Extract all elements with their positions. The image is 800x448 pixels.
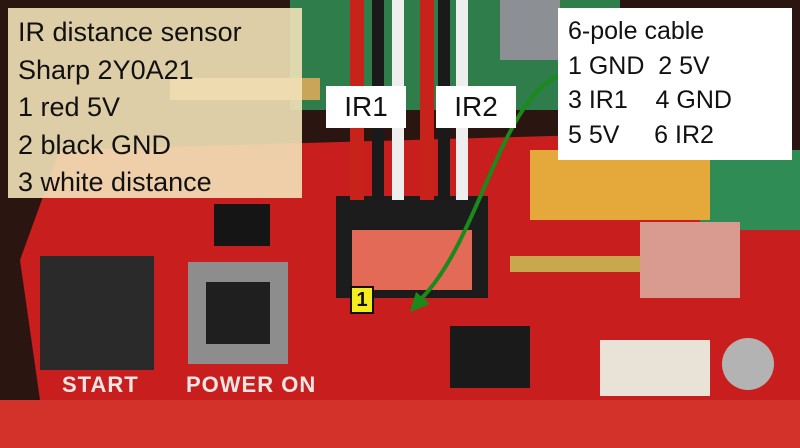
- green-arrow-head: [410, 292, 430, 312]
- sensor-pin-3: 3 white distance: [18, 167, 212, 197]
- printed-case: [0, 400, 800, 448]
- start-button: [40, 256, 154, 370]
- connector-pins: [352, 230, 472, 290]
- cable-info-box: 6-pole cable 1 GND 2 5V 3 IR1 4 GND 5 5V…: [558, 8, 792, 160]
- mounting-screw: [722, 338, 774, 390]
- wire-red-2: [420, 0, 434, 200]
- sensor-info-box: IR distance sensor Sharp 2Y0A21 1 red 5V…: [8, 8, 302, 198]
- green-terminal: [700, 150, 800, 230]
- cable-pins-1-2: 1 GND 2 5V: [568, 51, 710, 80]
- power-on-silkscreen: POWER ON: [186, 372, 317, 397]
- sensor-pin-1: 1 red 5V: [18, 92, 121, 122]
- ic-chip: [214, 204, 270, 246]
- cable-pins-5-6: 5 5V 6 IR2: [568, 120, 714, 149]
- ir2-label: IR2: [436, 86, 516, 128]
- start-silkscreen: START: [62, 372, 139, 397]
- mosfet-chip: [450, 326, 530, 388]
- sensor-model: Sharp 2Y0A21: [18, 54, 194, 85]
- power-switch: [640, 222, 740, 298]
- pin-1-marker: 1: [350, 286, 374, 314]
- ir1-label: IR1: [326, 86, 406, 128]
- brass-bracket: [510, 256, 640, 272]
- yellow-connector: [530, 150, 710, 220]
- usb-connector: [500, 0, 560, 60]
- green-arrow: [418, 73, 561, 302]
- power-on-button-cap: [206, 282, 270, 344]
- cable-pins-3-4: 3 IR1 4 GND: [568, 86, 732, 114]
- sensor-pin-2: 2 black GND: [18, 129, 172, 160]
- cable-title: 6-pole cable: [568, 17, 705, 45]
- fuse-holder: [600, 340, 710, 396]
- sensor-title: IR distance sensor: [18, 17, 242, 47]
